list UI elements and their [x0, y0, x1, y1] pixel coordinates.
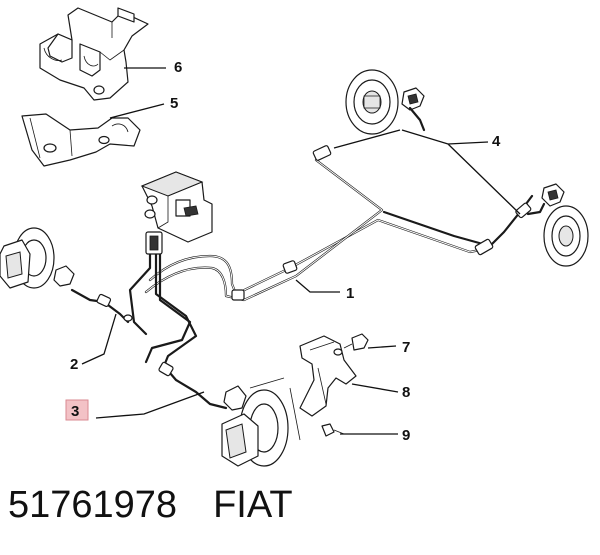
- callout-label-5[interactable]: 5: [170, 95, 178, 112]
- callout-label-1[interactable]: 1: [346, 285, 354, 302]
- abs-modulator: [140, 171, 213, 243]
- brake-disc-front-right: [221, 377, 301, 467]
- leader-lines: [81, 67, 521, 435]
- brake-disc-front-left: [0, 227, 75, 289]
- plate-part-5: [21, 113, 141, 167]
- screw-part-9: [321, 423, 345, 437]
- bracket-part-8: [299, 335, 357, 417]
- bracket-part-6: [39, 7, 149, 101]
- callout-label-2[interactable]: 2: [70, 356, 78, 373]
- brake-disc-rear-top: [345, 69, 425, 135]
- part-number: 51761978: [8, 484, 178, 526]
- callout-label-7[interactable]: 7: [402, 339, 410, 356]
- callout-3-highlight: [65, 399, 89, 421]
- callout-label-8[interactable]: 8: [402, 384, 410, 401]
- brand-name: FIAT: [213, 484, 293, 526]
- callout-label-6[interactable]: 6: [174, 59, 182, 76]
- bolt-part-7: [343, 333, 369, 351]
- brake-disc-rear-right: [541, 183, 589, 267]
- callout-label-9[interactable]: 9: [402, 427, 410, 444]
- callout-label-3[interactable]: 3: [71, 403, 79, 420]
- brake-pipe-network: [70, 106, 546, 410]
- footer-caption: 51761978 FIAT: [8, 484, 293, 534]
- callout-label-4[interactable]: 4: [492, 133, 501, 150]
